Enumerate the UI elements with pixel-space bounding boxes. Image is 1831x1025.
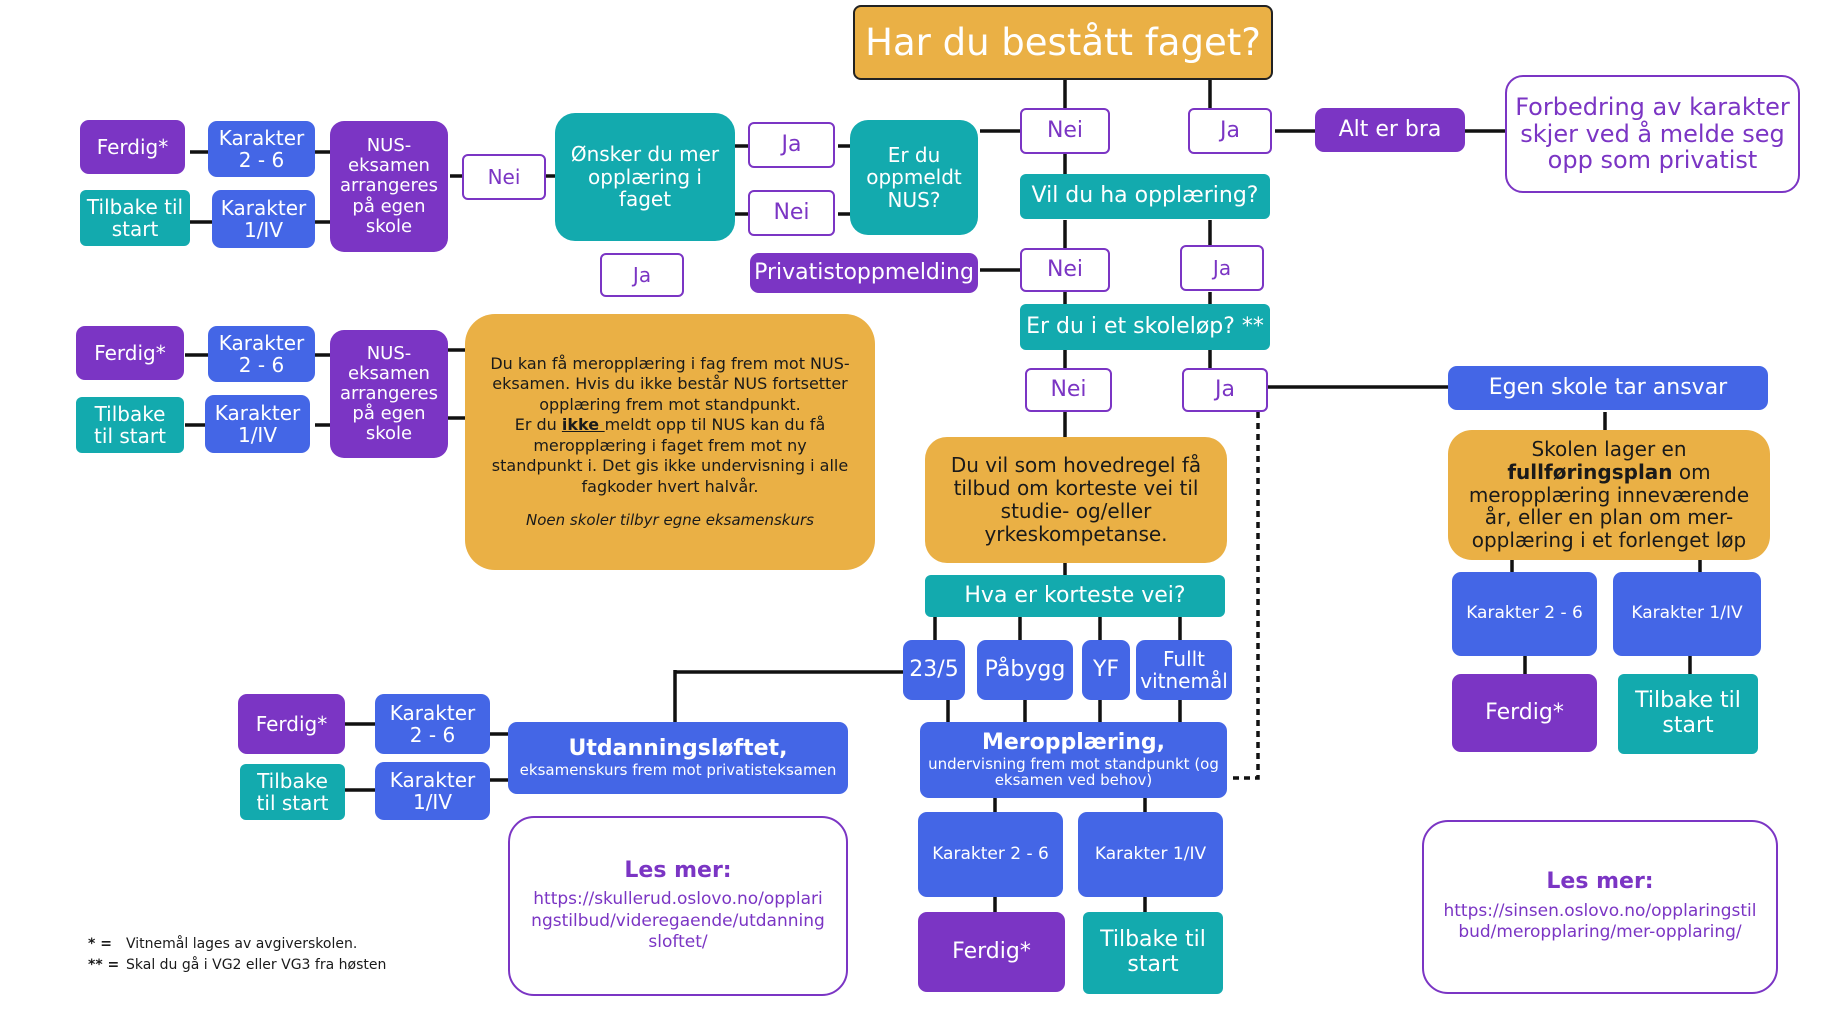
info-p1: Du kan få meropplæring i fag frem mot NU… <box>490 353 850 414</box>
option-pabygg: Påbygg <box>977 640 1073 700</box>
utdanningsloftet-title: Utdanningsløftet, <box>568 736 788 762</box>
nus-arrangeres-node-1: NUS-eksamen arrangeres på egen skole <box>330 121 448 252</box>
ja-node-skoleloep: Ja <box>1182 368 1268 412</box>
les-mer-box-2: Les mer: https://sinsen.oslovo.no/opplar… <box>1422 820 1778 994</box>
vil-du-opplaering-node: Vil du ha opplæring? <box>1020 174 1270 219</box>
info-p2: Er du ikke meldt opp til NUS kan du få m… <box>491 415 849 496</box>
egen-skole-node: Egen skole tar ansvar <box>1448 366 1768 410</box>
hovedregel-box: Du vil som hovedregel få tilbud om korte… <box>925 437 1227 563</box>
les-mer-box-1: Les mer: https://skullerud.oslovo.no/opp… <box>508 816 848 996</box>
onsker-mer-node: Ønsker du mer opplæring i faget <box>555 113 735 241</box>
option-23-5: 23/5 <box>903 640 965 700</box>
ferdig-row3: Ferdig* <box>238 694 345 754</box>
privatistoppmelding-node: Privatistoppmelding <box>750 253 978 293</box>
karakter-1-iv-right: Karakter 1/IV <box>1613 572 1761 656</box>
nei-node-opplaering: Nei <box>1020 248 1110 292</box>
nei-node-oppmeldt: Nei <box>748 190 835 236</box>
hva-korteste-vei-node: Hva er korteste vei? <box>925 575 1225 617</box>
tilbake-til-start-row2: Tilbake til start <box>76 397 184 453</box>
footnote-1: * =Vitnemål lages av avgiverskolen. <box>88 936 358 952</box>
alt-er-bra-node: Alt er bra <box>1315 108 1465 152</box>
tilbake-til-start-row3: Tilbake til start <box>240 764 345 820</box>
karakter-1-iv-row4: Karakter 1/IV <box>1078 812 1223 897</box>
karakter-2-6-row1: Karakter 2 - 6 <box>208 121 315 177</box>
info-p3: Noen skoler tilbyr egne eksamenskurs <box>526 511 814 530</box>
les-mer-link-1[interactable]: https://skullerud.oslovo.no/opplaringsti… <box>531 889 825 952</box>
les-mer-link-2[interactable]: https://sinsen.oslovo.no/opplaringstilbu… <box>1443 901 1757 943</box>
fullforingsplan-box: Skolen lager en fullføringsplan om merop… <box>1448 430 1770 560</box>
ferdig-row1: Ferdig* <box>80 120 185 174</box>
option-yf: YF <box>1082 640 1130 700</box>
ja-node-top: Ja <box>1188 108 1272 154</box>
karakter-2-6-row3: Karakter 2 - 6 <box>375 694 490 754</box>
karakter-1-iv-row3: Karakter 1/IV <box>375 762 490 820</box>
karakter-2-6-right: Karakter 2 - 6 <box>1452 572 1597 656</box>
tilbake-til-start-right: Tilbake til start <box>1618 674 1758 754</box>
ja-node-oppmeldt: Ja <box>748 122 835 168</box>
utdanningsloftet-sub: eksamenskurs frem mot privatisteksamen <box>519 760 837 779</box>
meropplaering-sub: undervisning frem mot standpunkt (og eks… <box>928 754 1219 790</box>
er-du-i-skoleloep-node: Er du i et skoleløp? ** <box>1020 304 1270 350</box>
ferdig-row2: Ferdig* <box>76 326 184 380</box>
ferdig-row4: Ferdig* <box>918 912 1065 992</box>
info-box: Du kan få meropplæring i fag frem mot NU… <box>465 314 875 570</box>
ferdig-right: Ferdig* <box>1452 674 1597 752</box>
nei-node-top: Nei <box>1020 108 1110 154</box>
title-question: Har du bestått faget? <box>853 5 1273 80</box>
nus-arrangeres-node-2: NUS-eksamen arrangeres på egen skole <box>330 330 448 458</box>
option-fullt-vitnemal: Fullt vitnemål <box>1136 640 1232 700</box>
karakter-1-iv-row1: Karakter 1/IV <box>212 190 315 248</box>
meropplaering-node: Meropplæring, undervisning frem mot stan… <box>920 722 1227 798</box>
utdanningsloftet-node: Utdanningsløftet, eksamenskurs frem mot … <box>508 722 848 794</box>
er-du-oppmeldt-node: Er du oppmeldt NUS? <box>850 120 978 235</box>
karakter-2-6-row2: Karakter 2 - 6 <box>208 326 315 382</box>
footnote-2: ** =Skal du gå i VG2 eller VG3 fra høste… <box>88 957 387 973</box>
nei-node-nus: Nei <box>462 154 546 200</box>
les-mer-title-2: Les mer: <box>1546 869 1654 895</box>
karakter-1-iv-row2: Karakter 1/IV <box>205 395 310 453</box>
tilbake-til-start-row1: Tilbake til start <box>80 190 190 246</box>
ja-node-opplaering: Ja <box>1180 245 1264 291</box>
fullforing-text: Skolen lager en fullføringsplan om merop… <box>1468 437 1750 553</box>
les-mer-title-1: Les mer: <box>624 857 732 883</box>
karakter-2-6-row4: Karakter 2 - 6 <box>918 812 1063 897</box>
forbedring-box: Forbedring av karakter skjer ved å melde… <box>1505 75 1800 193</box>
ja-node-nus: Ja <box>600 253 684 297</box>
meropplaering-title: Meropplæring, <box>981 730 1166 756</box>
nei-node-skoleloep: Nei <box>1025 368 1112 412</box>
tilbake-til-start-row4: Tilbake til start <box>1083 912 1223 994</box>
